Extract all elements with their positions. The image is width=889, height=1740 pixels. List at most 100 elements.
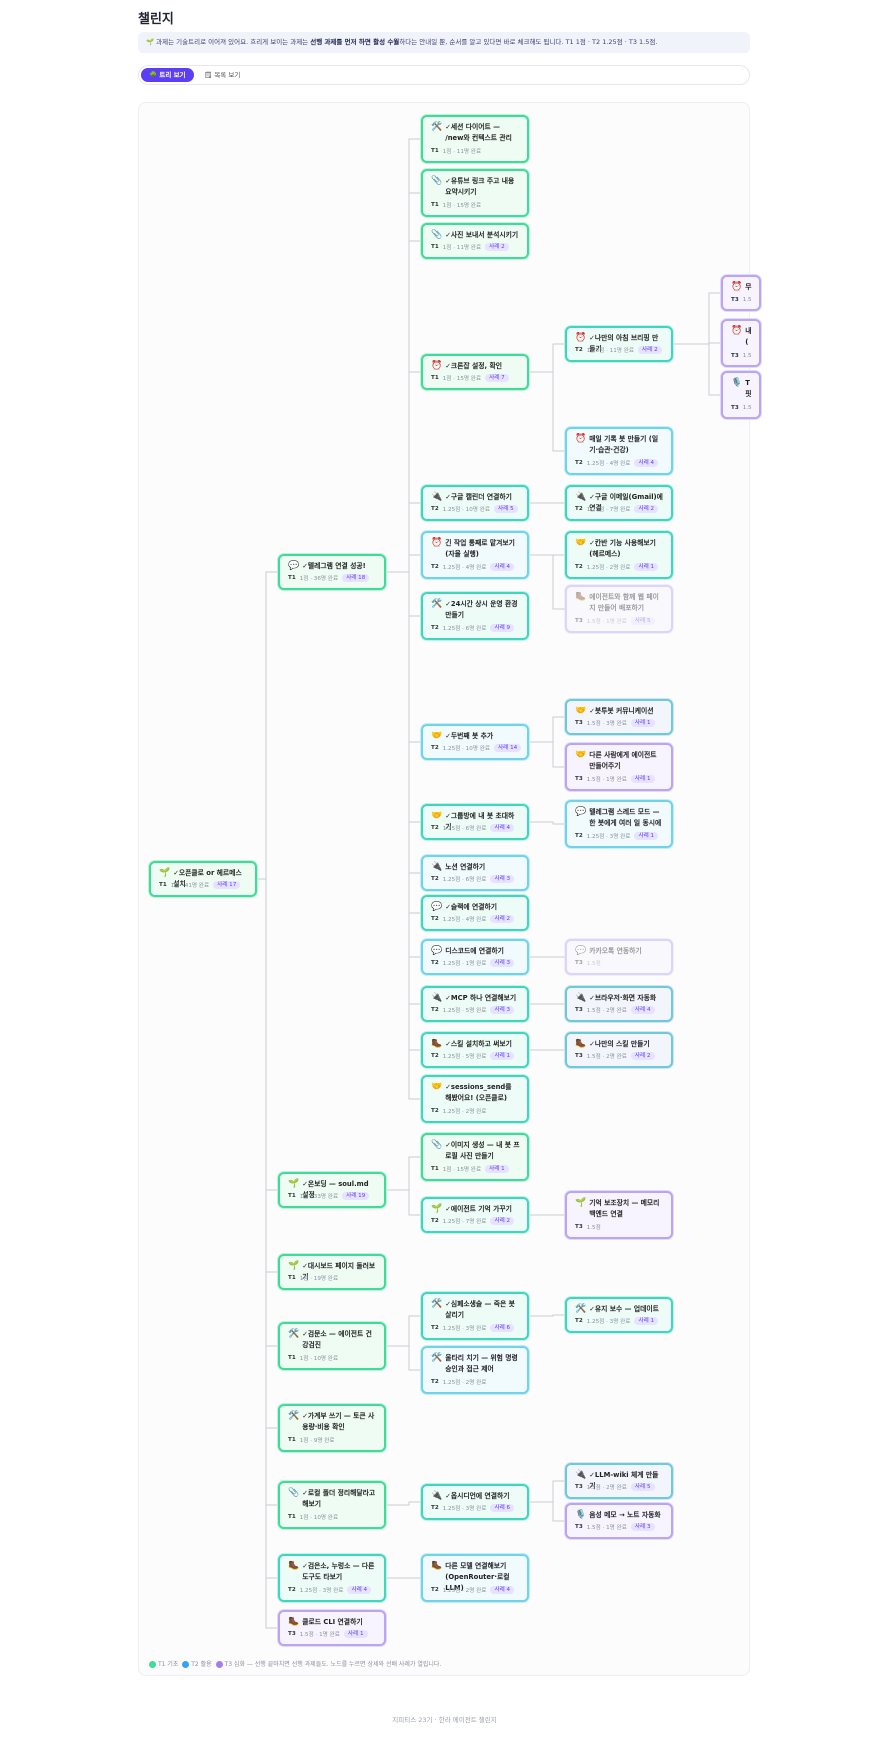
node-title: ✓세션 다이어트 — /new와 컨텍스트 관리 bbox=[445, 123, 512, 142]
node-title: ✓구글 캘린더 연결하기 bbox=[445, 493, 512, 501]
node-title: ✓옵시디언에 연결하기 bbox=[445, 1492, 510, 1500]
node-header: 🔌✓MCP 하나 연결해보기 bbox=[431, 993, 520, 1004]
connector-health-revive bbox=[386, 1315, 421, 1347]
node-title: ✓온보딩 — soul.md 설정 bbox=[302, 1180, 369, 1199]
node-tier: T3 bbox=[575, 1053, 583, 1059]
node-score: 1.25점 · 3명 완료 bbox=[586, 834, 631, 840]
node-score: 1점 · 19명 완료 bbox=[299, 1276, 339, 1282]
node-header: 🛠️✓24시간 상시 운영 환경 만들기 bbox=[431, 599, 520, 621]
node-tier: T2 bbox=[575, 1318, 583, 1324]
node-tier: T2 bbox=[431, 916, 439, 922]
node-header: 🎙️음성 메모 → 노트 자동화 bbox=[575, 1510, 664, 1521]
connector-root-dash bbox=[257, 878, 278, 1273]
node-title: 텔레그램 스레드 모드 — 한 봇에게 여러 일 동시에 bbox=[589, 808, 662, 827]
node-icon: 🔌 bbox=[575, 993, 587, 1003]
node-header: 🤝✓sessions_send를 해봤어요! (오픈클로) bbox=[431, 1082, 520, 1104]
node-icon: ⏰ bbox=[731, 326, 743, 336]
connector-revive-maint bbox=[529, 1314, 565, 1317]
connector-telegram-skill bbox=[386, 571, 421, 1051]
case-badge: 사례 14 bbox=[494, 744, 522, 752]
node-tier: T2 bbox=[431, 1053, 439, 1059]
node-title: 울타리 치기 — 위험 명령 승인과 접근 제어 bbox=[445, 1354, 518, 1373]
node-tier: T2 bbox=[431, 564, 439, 570]
list-view-button[interactable]: 🗒 목록 보기 bbox=[204, 71, 241, 79]
node-tier: T2 bbox=[431, 825, 439, 831]
node-score: 1.25점 · 4명 완료 bbox=[442, 917, 487, 923]
tree-view-button[interactable]: 🌳 트리 보기 bbox=[141, 68, 194, 82]
node-title: ✓이미지 생성 — 내 봇 프로필 사진 만들기 bbox=[445, 1141, 520, 1160]
node-header: 🥾✓스킬 설치하고 써보기 bbox=[431, 1039, 520, 1050]
node-header: ⏰✓크론잡 설정, 확인 bbox=[431, 361, 520, 372]
node-title: ✓나만의 아침 브리핑 만들기 bbox=[589, 334, 659, 353]
case-badge: 사례 5 bbox=[494, 505, 518, 513]
connector-secondbot-botbot bbox=[529, 716, 565, 743]
node-title: 매일 기록 봇 만들기 (일기·습관·건강) bbox=[589, 435, 659, 454]
node-icon: 🌱 bbox=[431, 1204, 443, 1214]
node-icon: 🤝 bbox=[431, 731, 443, 741]
node-icon: 🛠️ bbox=[431, 122, 443, 132]
connector-briefing-c3 bbox=[673, 343, 721, 396]
node-tier: T1 bbox=[288, 1275, 296, 1281]
node-tier: T2 bbox=[431, 506, 439, 512]
node-header: 🤝✓두번째 봇 추가 bbox=[431, 731, 520, 742]
case-badge: 사례 2 bbox=[490, 1217, 515, 1225]
node-tier: T1 bbox=[288, 1193, 296, 1199]
node-icon: 📎 bbox=[431, 1140, 443, 1150]
node-icon: 🛠️ bbox=[431, 1353, 443, 1363]
node-title: ✓sessions_send를 해봤어요! (오픈클로) bbox=[445, 1083, 512, 1102]
